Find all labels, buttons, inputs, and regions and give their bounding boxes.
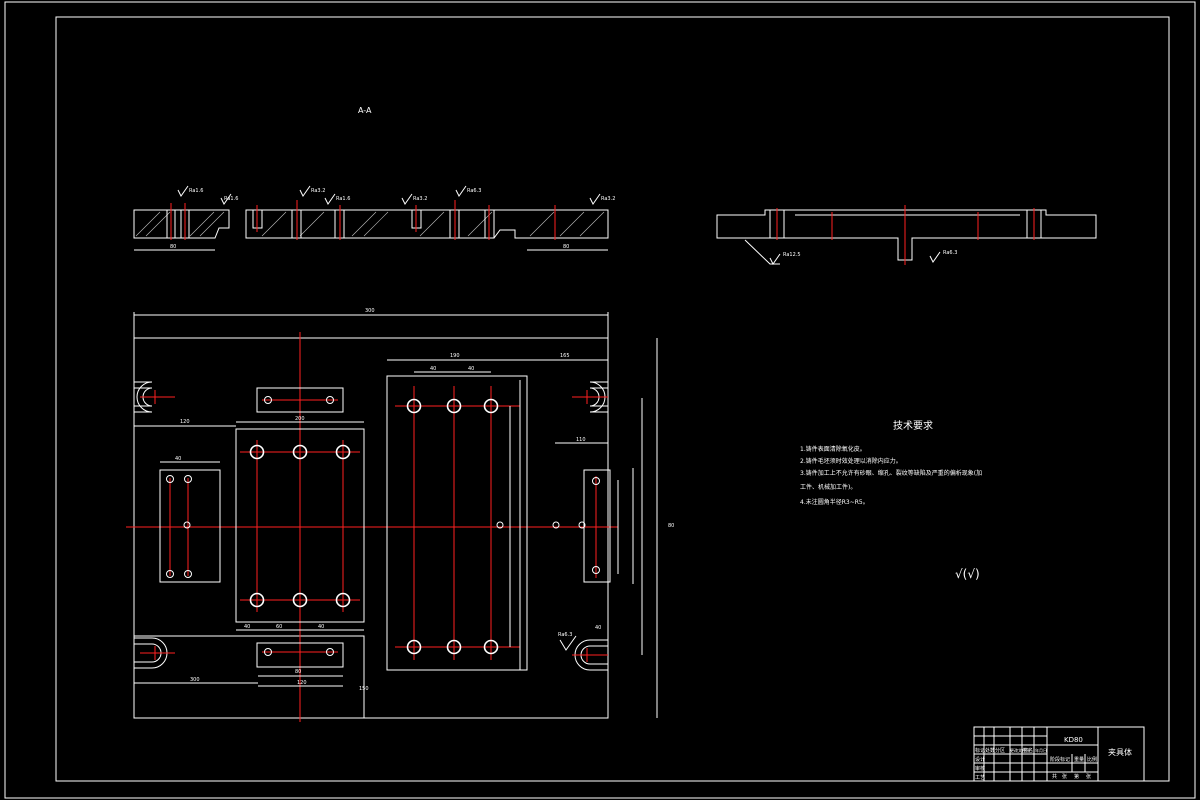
roughness-note: √(√) (955, 567, 980, 581)
tb-col-label-2: 分区 (995, 747, 1005, 754)
dim-bottom-plate: 80 (295, 669, 301, 675)
tb-col-label-3: 更改文件号 (1010, 747, 1030, 753)
tb-sheet-1: 共 (1052, 773, 1057, 780)
tb-col-label-4: 签名 (1023, 747, 1033, 754)
dim-left-plate-width: 120 (180, 419, 190, 425)
dim-bottom-length: 300 (190, 677, 200, 683)
technical-requirements: 技术要求 1.铸件表面清除氧化皮。 2.铸件毛坯须时效处理以消除内应力。 3.铸… (800, 419, 982, 506)
dim-left-block-bottom-a: 40 (244, 624, 250, 630)
dim-overall-height: 80 (668, 523, 674, 529)
roughness-6: Ra6.3 (467, 188, 481, 194)
dim-right-small: 110 (576, 437, 586, 443)
tb-right-label-2: 重量 (1074, 756, 1084, 763)
tech-item-3: 3.铸件加工上不允许有砂眼、缩孔、裂纹等缺陷及严重的偏析现象(加 (800, 469, 982, 477)
roughness-symbols (177, 185, 601, 205)
tech-item-2: 2.铸件毛坯须时效处理以消除内应力。 (800, 457, 902, 465)
dim-side-height: 150 (359, 686, 369, 692)
dim-right-block-offset: 165 (560, 353, 570, 359)
dim-overall-width: 300 (365, 308, 375, 314)
dim-left-small-a: 40 (175, 456, 181, 462)
drawing-code: KD80 (1064, 736, 1083, 744)
dim-bottom-short: 120 (297, 680, 307, 686)
tb-row-label-1: 标记 (975, 747, 985, 754)
section-view: 80 80 Ra1.6 Ra1.6 Ra3.2 Ra1.6 Ra3.2 Ra6.… (133, 185, 615, 251)
dim-section-left: 80 (170, 244, 176, 250)
tb-sheet-3: 第 (1074, 773, 1079, 780)
dim-section-right: 80 (563, 244, 569, 250)
tech-title: 技术要求 (893, 419, 933, 432)
dim-pitch-a: 40 (430, 366, 436, 372)
roughness-4: Ra1.6 (336, 196, 350, 202)
tb-row-label-3: 审核 (975, 765, 985, 772)
roughness-8: Ra12.5 (783, 252, 801, 258)
dim-left-block-width: 200 (295, 416, 305, 422)
part-name: 夹具体 (1108, 747, 1132, 757)
tech-item-1: 1.铸件表面清除氧化皮。 (800, 445, 866, 453)
roughness-3: Ra3.2 (311, 188, 325, 194)
section-label: A-A (358, 106, 372, 115)
tb-right-label-1: 阶段标记 (1050, 756, 1070, 763)
section-hatch (135, 211, 605, 237)
roughness-1: Ra1.6 (189, 188, 203, 194)
roughness-10: Ra6.3 (558, 632, 572, 638)
dim-left-block-bottom-b: 60 (276, 624, 282, 630)
dim-right-plate: 40 (595, 625, 601, 631)
tb-sheet-4: 张 (1086, 773, 1091, 780)
left-block-holes (249, 444, 351, 608)
inner-frame (55, 16, 1170, 782)
outer-frame (4, 1, 1196, 799)
tech-item-5: 4.未注圆角半径R3~R5。 (800, 498, 869, 506)
tb-row-label-2: 设计 (975, 756, 985, 763)
roughness-2: Ra1.6 (224, 196, 238, 202)
roughness-5: Ra3.2 (413, 196, 427, 202)
plan-view: 300 (126, 308, 674, 722)
tb-row-label-4: 工艺 (975, 775, 985, 781)
roughness-9: Ra6.3 (943, 250, 957, 256)
right-block-holes (406, 398, 499, 655)
roughness-7: Ra3.2 (601, 196, 615, 202)
tb-col-label-1: 处数 (985, 747, 995, 754)
tb-col-label-5: 年月日 (1035, 747, 1047, 753)
tb-sheet-2: 张 (1062, 773, 1067, 780)
title-block: KD80 夹具体 标记 设计 审核 工艺 处数 分区 更改文件号 签名 年月日 … (973, 726, 1145, 782)
dim-pitch-b: 40 (468, 366, 474, 372)
dim-right-block-width: 190 (450, 353, 460, 359)
dim-left-block-bottom-c: 40 (318, 624, 324, 630)
tb-right-label-3: 比例 (1087, 756, 1097, 763)
tech-item-4: 工件、机械加工件)。 (800, 483, 856, 491)
side-view: Ra12.5 Ra6.3 (716, 205, 1097, 265)
